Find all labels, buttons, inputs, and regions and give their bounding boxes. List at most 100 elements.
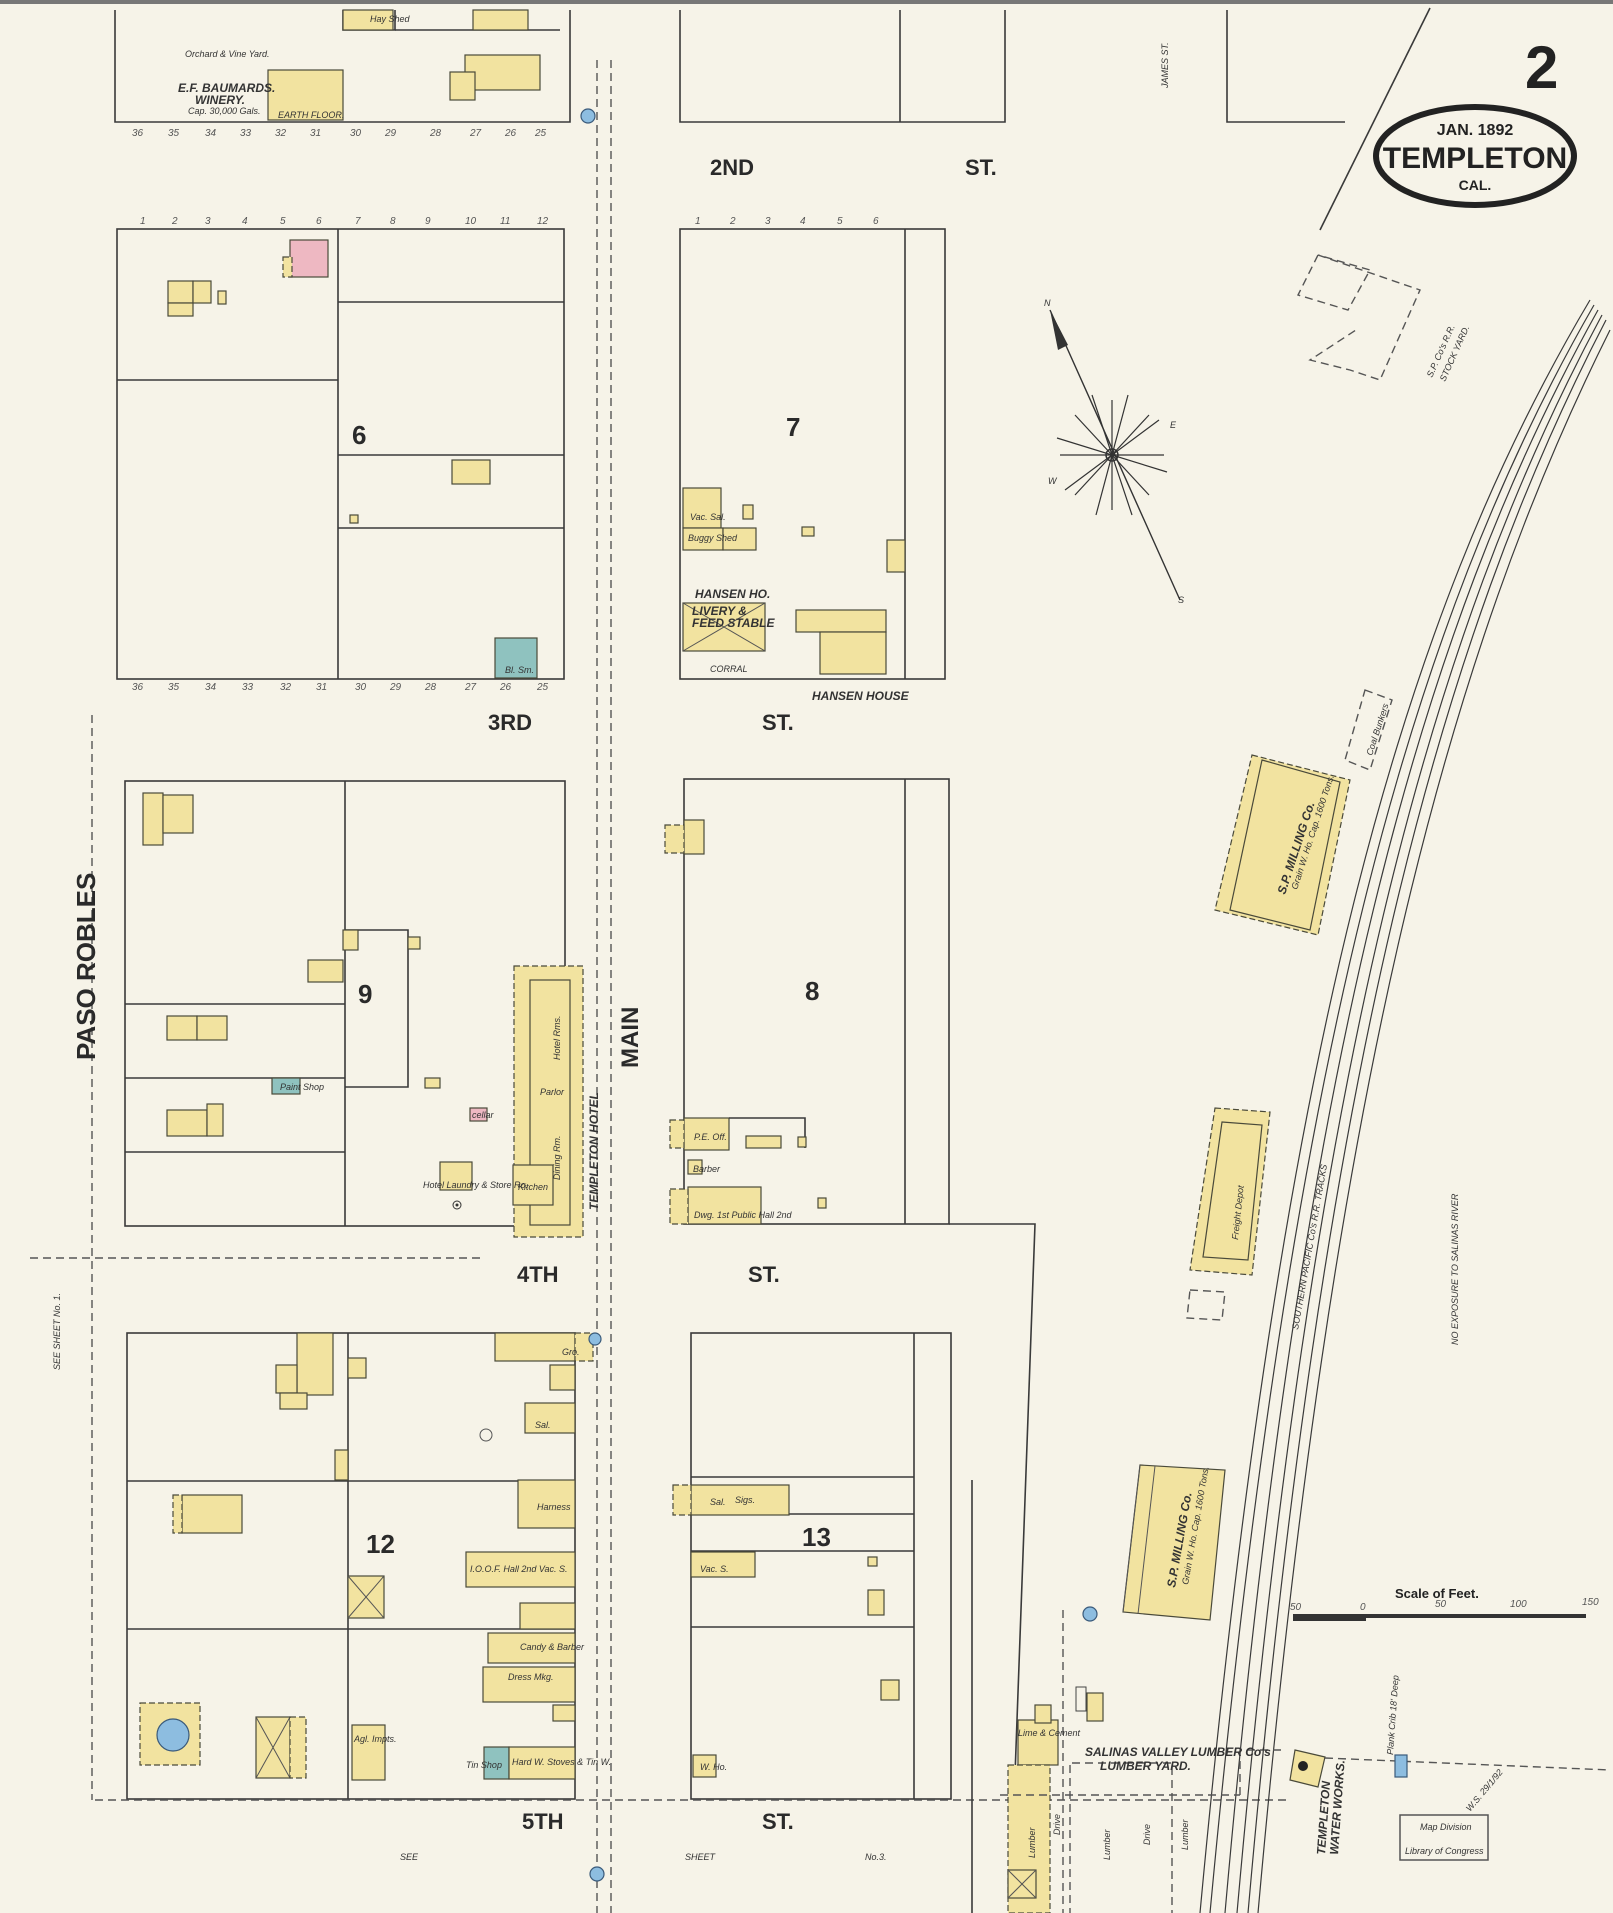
svg-text:6: 6 — [316, 216, 322, 227]
svg-text:11: 11 — [500, 216, 510, 227]
block-7: HANSEN HO. LIVERY & FEED STABLE CORRAL B… — [679, 228, 946, 703]
street-3rd: 3RD — [488, 710, 532, 735]
sp-milling-upper: S.P. MILLING Co. Grain W. Ho. Cap. 1600 … — [1214, 689, 1393, 936]
see-label: SEE — [400, 1852, 419, 1862]
earth-floor-label: EARTH FLOOR. — [278, 110, 344, 120]
svg-text:30: 30 — [355, 682, 367, 693]
lumber-company-label: SALINAS VALLEY LUMBER Co's — [1085, 1745, 1271, 1759]
svg-text:36: 36 — [132, 128, 144, 139]
svg-text:12: 12 — [537, 216, 549, 227]
agl-impts-label: Agl. Impts. — [353, 1734, 397, 1744]
svg-text:Drive: Drive — [1052, 1814, 1062, 1835]
block-number-13: 13 — [802, 1522, 831, 1552]
street-paso-robles: PASO ROBLES — [71, 873, 101, 1060]
hotel-rooms-label: Hotel Rms. — [552, 1015, 562, 1060]
fire-hydrant-icon — [580, 108, 596, 124]
svg-text:26: 26 — [499, 682, 512, 693]
grocery-label: Gro. — [562, 1347, 580, 1357]
svg-text:7: 7 — [355, 216, 361, 227]
svg-text:31: 31 — [310, 128, 321, 139]
freight-depot: Freight Depot — [1186, 1107, 1271, 1321]
svg-text:1: 1 — [140, 216, 146, 227]
svg-text:28: 28 — [424, 682, 437, 693]
svg-text:25: 25 — [534, 128, 547, 139]
block-number-9: 9 — [358, 979, 372, 1009]
lumber-yard: SALINAS VALLEY LUMBER Co's LUMBER YARD. … — [1000, 1610, 1285, 1913]
block-number-6: 6 — [352, 420, 366, 450]
bl-sm-label: Bl. Sm. — [505, 665, 534, 675]
svg-text:25: 25 — [536, 682, 549, 693]
svg-text:N: N — [1044, 298, 1051, 308]
sheet-number: 2 — [1525, 34, 1558, 101]
river-exposure-label: NO EXPOSURE TO SALINAS RIVER — [1450, 1193, 1460, 1345]
feed-stable-label: FEED STABLE — [692, 616, 775, 630]
block-9: cellar Parlor Kitchen Hotel Rms. Dining … — [124, 780, 601, 1238]
street-5th-st: ST. — [762, 1809, 794, 1834]
svg-text:4: 4 — [800, 216, 806, 227]
svg-text:Library of Congress: Library of Congress — [1405, 1846, 1484, 1856]
map-date: JAN. 1892 — [1437, 122, 1514, 139]
svg-text:31: 31 — [316, 682, 327, 693]
svg-text:26: 26 — [504, 128, 517, 139]
laundry-store-label: Hotel Laundry & Store Ro. — [423, 1180, 528, 1190]
lime-cement-label: Lime & Cement — [1018, 1728, 1081, 1738]
sheet-label: SHEET — [685, 1852, 717, 1862]
library-stamp: Map Division Library of Congress — [1399, 1814, 1489, 1861]
svg-text:3: 3 — [205, 216, 211, 227]
sp-milling-lower: S.P. MILLING Co. Grain W. Ho. Cap. 1600 … — [1122, 1464, 1226, 1621]
saloon-label: Sal. — [535, 1420, 551, 1430]
svg-text:2: 2 — [171, 216, 178, 227]
svg-text:8: 8 — [390, 216, 396, 227]
svg-text:S: S — [1178, 595, 1184, 605]
svg-text:Map Division: Map Division — [1420, 1822, 1472, 1832]
cellar-label: cellar — [472, 1110, 495, 1120]
svg-text:W: W — [1048, 476, 1058, 486]
dining-room-label: Dining Rm. — [552, 1135, 562, 1180]
winery-block: Orchard & Vine Yard. E.F. BAUMARDS. WINE… — [114, 9, 571, 123]
hardware-label: Hard W. Stoves & Tin W. — [512, 1757, 611, 1767]
block-number-8: 8 — [805, 976, 819, 1006]
town-name: TEMPLETON — [1383, 142, 1567, 175]
candy-barber-label: Candy & Barber — [520, 1642, 585, 1652]
block-6: Bl. Sm. 6 — [116, 228, 565, 680]
svg-text:29: 29 — [389, 682, 402, 693]
svg-text:32: 32 — [280, 682, 292, 693]
orchard-label: Orchard & Vine Yard. — [185, 49, 270, 59]
svg-text:36: 36 — [132, 682, 144, 693]
dwelling-hall-label: Dwg. 1st Public Hall 2nd — [694, 1210, 793, 1220]
fire-hydrant-icon — [1082, 1606, 1098, 1622]
winery-capacity: Cap. 30,000 Gals. — [188, 106, 261, 116]
winery-label: WINERY. — [195, 93, 245, 107]
scale-bar: Scale of Feet. 50 0 50 100 150 — [1290, 1586, 1599, 1621]
svg-text:0: 0 — [1360, 1602, 1366, 1613]
tin-shop-label: Tin Shop — [466, 1760, 502, 1770]
hay-shed-label: Hay Shed — [370, 14, 411, 24]
svg-text:150: 150 — [1582, 1597, 1599, 1608]
block-number-7: 7 — [786, 412, 800, 442]
svg-text:5: 5 — [837, 216, 843, 227]
svg-text:E: E — [1170, 420, 1177, 430]
winery-name: E.F. BAUMARDS. — [178, 81, 275, 95]
livery-label: LIVERY & — [692, 604, 747, 618]
svg-text:Lumber: Lumber — [1027, 1826, 1037, 1858]
compass-rose-icon: N E W S — [1044, 298, 1184, 605]
svg-text:Lumber: Lumber — [1102, 1828, 1112, 1860]
sheet-no3-label: No.3. — [865, 1852, 887, 1862]
harness-label: Harness — [537, 1502, 571, 1512]
street-4th-st: ST. — [748, 1262, 780, 1287]
svg-text:10: 10 — [465, 216, 477, 227]
block-12: Sal. Harness I.O.O.F. Hall 2nd Vac. S. C… — [126, 1332, 611, 1800]
state-name: CAL. — [1459, 177, 1492, 193]
svg-text:50: 50 — [1435, 1599, 1447, 1610]
sigs-label: Sigs. — [735, 1495, 755, 1505]
street-4th: 4TH — [517, 1262, 559, 1287]
svg-text:28: 28 — [429, 128, 442, 139]
svg-text:50: 50 — [1290, 1602, 1302, 1613]
svg-text:WATER WORKS.: WATER WORKS. — [1327, 1759, 1348, 1855]
svg-text:34: 34 — [205, 682, 217, 693]
parlor-label: Parlor — [540, 1087, 565, 1097]
svg-text:6: 6 — [873, 216, 879, 227]
corral-label: CORRAL — [710, 664, 748, 674]
barber-label: Barber — [693, 1164, 721, 1174]
